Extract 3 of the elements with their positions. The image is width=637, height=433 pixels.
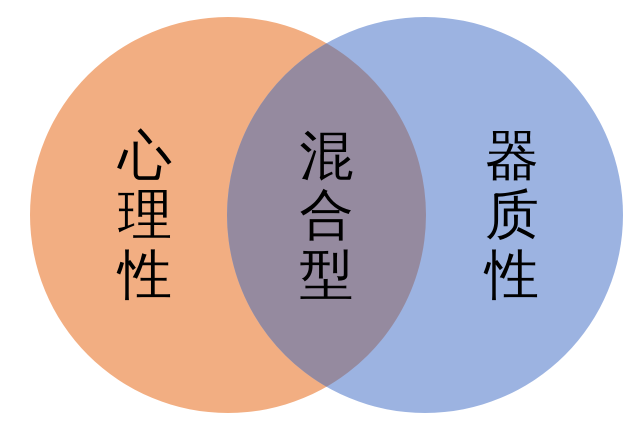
circle-label: 心理性 bbox=[118, 126, 172, 304]
circle-label: 器质性 bbox=[485, 126, 539, 304]
overlap-label: 混合型 bbox=[300, 126, 354, 304]
